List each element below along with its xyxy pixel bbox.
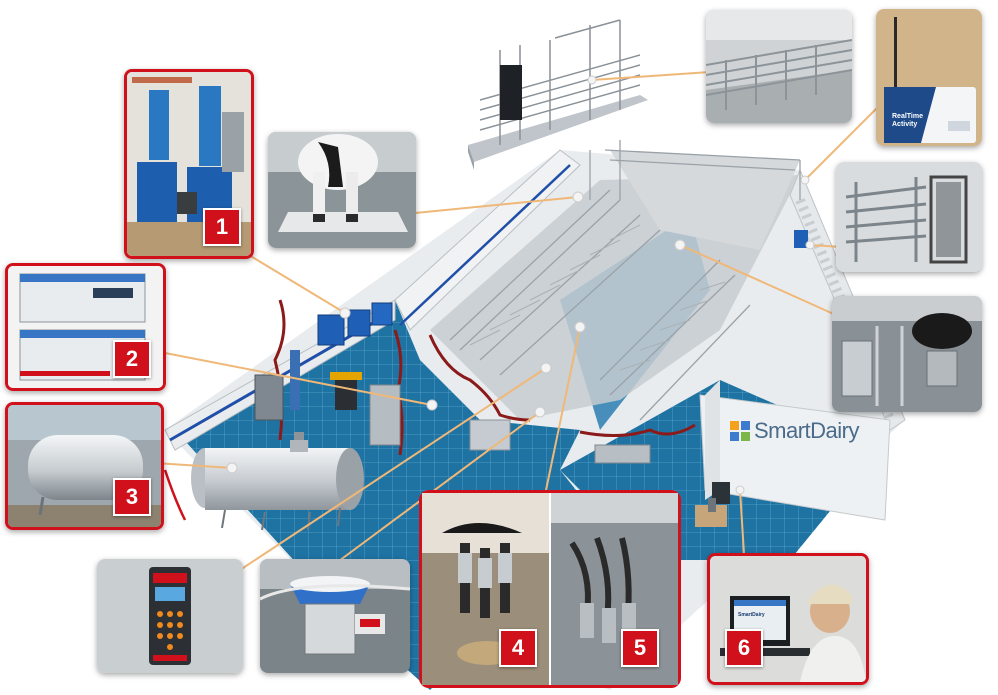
exit-gate-illustration <box>468 19 648 170</box>
office-computer <box>695 482 730 527</box>
center-wall-outline <box>399 164 571 326</box>
photo-parlor-equipment <box>832 296 982 412</box>
parlor-railings <box>449 140 801 421</box>
photo-realtime-activity-device: RealTime Activity <box>876 9 982 146</box>
callout-1: 1 <box>203 208 241 246</box>
device-label: RealTime Activity <box>892 113 923 129</box>
photo-holding-gates <box>706 10 852 123</box>
vacuum-pump-units <box>317 302 393 346</box>
svg-text:SmartDairy: SmartDairy <box>738 612 765 618</box>
curtain-bottom <box>579 423 696 438</box>
callout-5: 5 <box>621 629 659 667</box>
photo-milk-meter <box>260 559 410 673</box>
office-wall-side <box>705 380 720 500</box>
stall-dividers <box>469 224 726 371</box>
curtain-parlor <box>428 334 531 422</box>
bulk-tank <box>191 432 364 531</box>
brand-name: SmartDairy <box>754 418 860 443</box>
callout-2: 2 <box>113 340 151 378</box>
callout-4: 4 <box>499 629 537 667</box>
leader-endpoints <box>226 75 815 495</box>
four-square-logo-icon <box>730 421 750 441</box>
sort-gate-box <box>794 230 808 248</box>
callout-6: 6 <box>725 629 763 667</box>
smartdairy-brand: SmartDairy <box>730 418 860 444</box>
photo-sort-gate <box>836 162 982 272</box>
photo-cow-stall-floor <box>268 132 416 248</box>
device-label-line1: RealTime <box>892 113 923 120</box>
photo-milking-controller <box>97 559 243 673</box>
photo-milking-clusters <box>422 493 678 685</box>
holding-area <box>610 150 800 250</box>
device-label-line2: Activity <box>892 121 918 128</box>
curtain-tank-left <box>163 469 187 521</box>
callout-3: 3 <box>113 478 151 516</box>
